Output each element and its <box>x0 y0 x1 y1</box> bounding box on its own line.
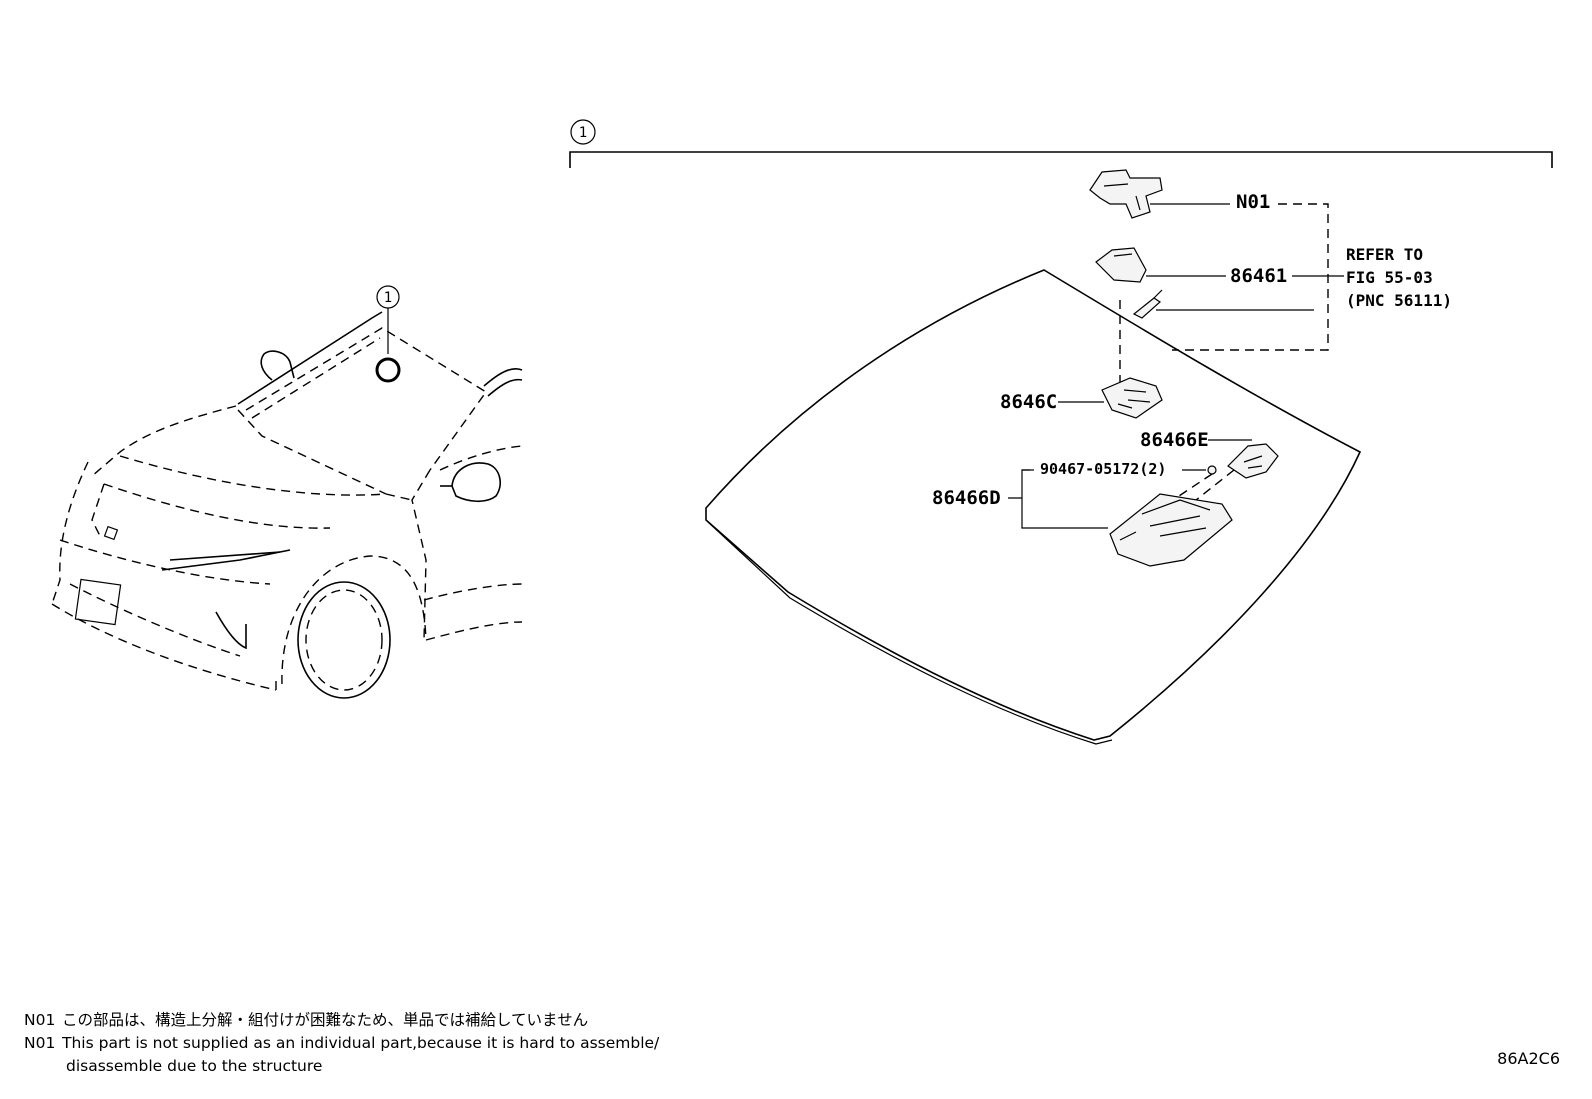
part-screw <box>1207 465 1217 475</box>
label-8646c: 8646C <box>1000 391 1057 413</box>
windshield-glass <box>705 269 1362 745</box>
label-90467: 90467-05172(2) <box>1040 460 1166 478</box>
refer-line-3: (PNC 56111) <box>1346 291 1452 310</box>
part-8646c-camera <box>1101 377 1163 419</box>
part-86466e-cover <box>1227 443 1279 479</box>
refer-line-2: FIG 55-03 <box>1346 268 1433 287</box>
assembly-callout-circle <box>570 119 596 145</box>
footnote-en: N01 This part is not supplied as an indiv… <box>24 1032 659 1055</box>
label-86461: 86461 <box>1230 265 1287 287</box>
label-86466d: 86466D <box>932 487 1001 509</box>
car-callout-number: 1 <box>384 290 392 306</box>
n01-leader-dashed <box>1172 203 1329 351</box>
assembly-callout-number: 1 <box>579 125 587 141</box>
camera-location-marker <box>375 357 401 383</box>
part-86461-cover <box>1095 247 1147 283</box>
footnotes: N01 この部品は、構造上分解・組付けが困難なため、単品では補給していません N0… <box>24 1009 659 1078</box>
assembly-bracket-line <box>569 151 1553 168</box>
exploded-view: 1 N01 86461 REFER TO FIG 55- <box>569 119 1553 745</box>
footnote-ja: N01 この部品は、構造上分解・組付けが困難なため、単品では補給していません <box>24 1009 659 1032</box>
vehicle-front-view: 1 <box>51 285 523 699</box>
footnote-id: N01 <box>24 1034 56 1052</box>
refer-line-1: REFER TO <box>1346 245 1423 264</box>
part-n01-bracket <box>1089 169 1163 219</box>
part-86466d-housing <box>1109 493 1233 567</box>
label-86466e: 86466E <box>1140 429 1209 451</box>
part-sensor-clip <box>1132 289 1163 319</box>
footnote-en-continued: disassemble due to the structure <box>66 1057 323 1075</box>
footnote-text: この部品は、構造上分解・組付けが困難なため、単品では補給していません <box>62 1011 589 1029</box>
footnote-id: N01 <box>24 1011 56 1029</box>
catalog-code: 86A2C6 <box>1497 1049 1560 1068</box>
footnote-text: This part is not supplied as an individu… <box>62 1034 660 1052</box>
label-n01: N01 <box>1236 191 1270 213</box>
